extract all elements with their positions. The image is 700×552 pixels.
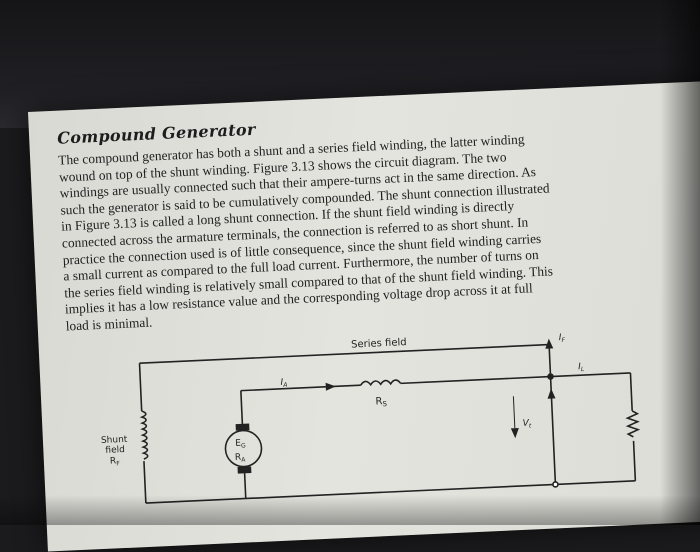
load-symbol: Rload [642,411,646,423]
armature-emf: EG [235,438,246,449]
left-wire-upper [138,363,143,412]
armature-wire-down [243,468,247,499]
load-top-wire [550,372,631,378]
current-if: IF [559,333,566,344]
series-coil [360,379,402,387]
arrow-if [545,338,554,349]
load-wire-up [629,372,633,411]
load-resistor [625,410,641,438]
top-wire [139,343,550,364]
shunt-label-2: field [105,445,125,456]
right-wire [548,344,557,485]
armature-top-wire [240,384,361,392]
current-ia: IA [280,378,287,389]
arrow-vt [510,428,519,439]
left-wire-lower [143,461,147,504]
shunt-symbol: RF [110,456,121,467]
arrow-ia [325,382,336,391]
circuit-diagram: Series field RS Shunt field RF EG RA IA … [101,333,646,504]
series-field-label: Series field [351,337,407,351]
terminal-top [547,373,554,380]
load-bottom-wire [555,480,636,486]
load-wire-down [632,440,637,481]
series-out-wire [400,375,551,385]
series-field-symbol: RS [375,396,387,409]
shunt-label-1: Shunt [101,435,128,446]
brush-bottom [237,466,252,474]
armature-circle [224,429,263,468]
terminal-voltage: Vt [522,418,532,429]
shunt-coil [139,410,149,460]
textbook-page: Compound Generator The compound generato… [28,80,700,552]
bottom-wire [145,483,556,504]
arrow-il [547,388,556,399]
current-il: IL [578,362,584,373]
section-body: The compound generator has both a shunt … [58,124,694,335]
terminal-bottom [552,481,559,488]
armature-res: RA [235,452,247,463]
brush-top [235,423,250,431]
section-heading: Compound Generator [56,119,257,148]
armature-wire-up [240,390,244,429]
